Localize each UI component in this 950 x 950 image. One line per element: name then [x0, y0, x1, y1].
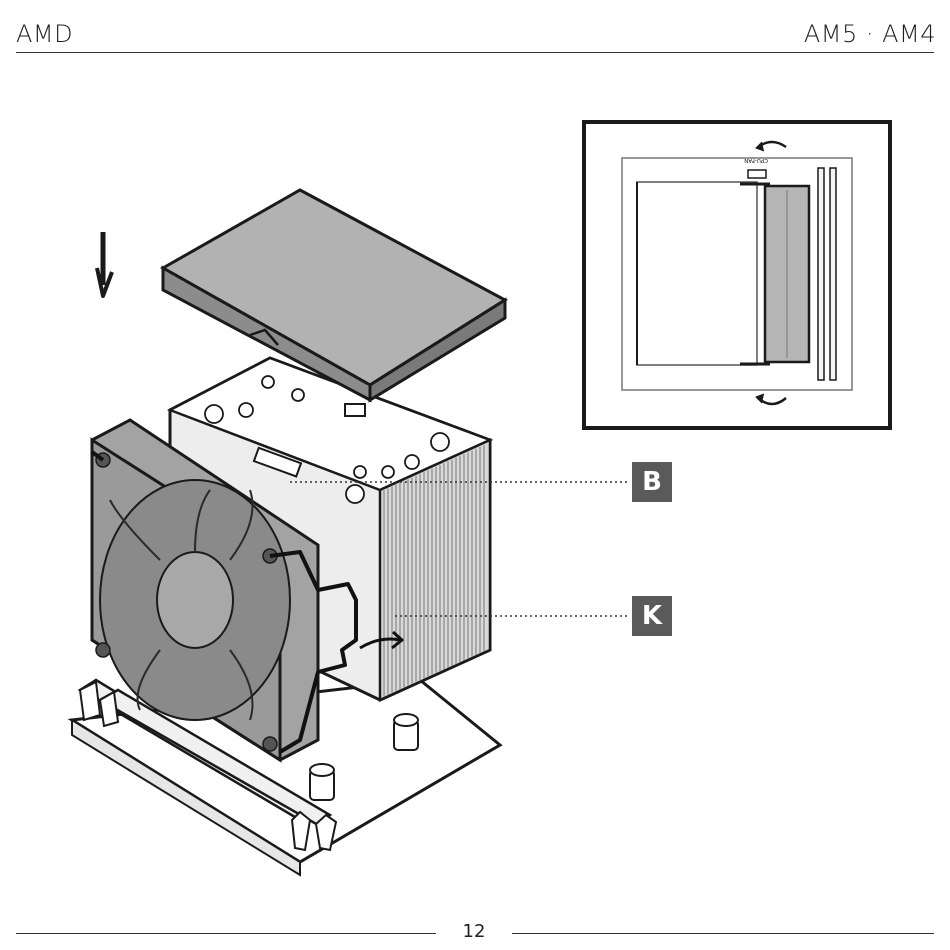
down-arrow-icon — [97, 232, 112, 296]
inset-cpu-fan-label: CPU-FAN — [744, 157, 768, 163]
callout-b: B — [632, 462, 672, 502]
footer-rule-right — [512, 933, 934, 934]
footer-rule-left — [16, 933, 436, 934]
callout-k: K — [632, 596, 672, 636]
top-cover — [163, 190, 505, 416]
page-number: 12 — [436, 921, 512, 942]
inset-top-view: CPU-FAN — [584, 122, 890, 428]
